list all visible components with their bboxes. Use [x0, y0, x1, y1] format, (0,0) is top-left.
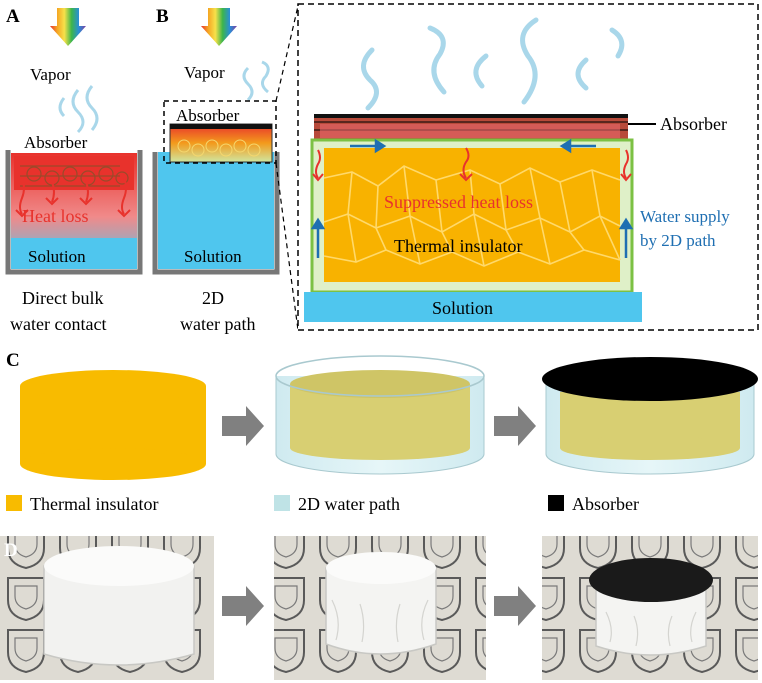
legend-label-water-path: 2D water path	[298, 494, 400, 514]
wrapped-insulator-cylinder	[275, 355, 485, 475]
vapor-label-a: Vapor	[30, 65, 71, 84]
absorber-layer-zoom	[314, 114, 628, 140]
process-arrow-icon	[222, 586, 264, 626]
final-evaporator-cylinder	[542, 357, 758, 475]
insulator-cylinder	[20, 370, 206, 480]
absorber-label-b: Absorber	[176, 106, 240, 125]
caption-a-line2: water contact	[10, 314, 106, 334]
zoom-box-b	[163, 100, 277, 164]
panel-label-c: C	[6, 350, 20, 371]
heat-loss-arrows	[15, 177, 131, 218]
panel-label-d: D	[4, 540, 18, 561]
panel-label-a: A	[6, 6, 20, 27]
thermal-insulator-label: Thermal insulator	[394, 236, 522, 256]
vapor-label-b: Vapor	[184, 63, 225, 82]
evaporator-container-b	[152, 123, 280, 275]
water-supply-label-line2: by 2D path	[640, 231, 716, 250]
process-arrow-icon	[494, 406, 536, 446]
absorber-label-zoom: Absorber	[660, 114, 727, 134]
absorber-disk	[542, 357, 758, 401]
water-supply-label-line1: Water supply	[640, 207, 730, 226]
vapor-swirl-icon	[361, 17, 625, 111]
legend-swatch-absorber	[548, 495, 564, 511]
process-arrow-icon	[222, 406, 264, 446]
process-arrow-icon	[494, 586, 536, 626]
sunlight-arrow-icon	[50, 8, 86, 46]
caption-b-line1: 2D	[202, 288, 224, 308]
absorber-label-a: Absorber	[24, 133, 88, 152]
legend-label-insulator: Thermal insulator	[30, 494, 158, 514]
photo-raw-insulator	[0, 536, 214, 680]
evaporator-device-b	[169, 123, 273, 163]
vapor-swirl-icon	[58, 85, 99, 134]
suppressed-heat-arrows	[312, 147, 632, 182]
legend-swatch-water-path	[274, 495, 290, 511]
caption-a-line1: Direct bulk	[22, 288, 103, 308]
legend-label-absorber: Absorber	[572, 494, 639, 514]
absorber-layer-a	[14, 156, 134, 190]
supply-arrows	[310, 138, 634, 258]
photo-wrapped-insulator	[274, 536, 486, 680]
solution-label-a: Solution	[28, 247, 86, 266]
legend-swatch-insulator	[6, 495, 22, 511]
photo-final-evaporator	[542, 536, 758, 680]
sunlight-arrow-icon	[201, 8, 237, 46]
solution-bar-zoom	[304, 292, 642, 322]
caption-b-line2: water path	[180, 314, 255, 334]
zoom-connector	[275, 5, 299, 331]
vapor-swirl-icon	[242, 60, 270, 102]
insulator-cells	[323, 165, 621, 267]
solution-label-b: Solution	[184, 247, 242, 266]
bulk-container	[5, 150, 143, 275]
solution-label-zoom: Solution	[432, 298, 493, 318]
heat-loss-label: Heat loss	[22, 206, 89, 226]
panel-label-b: B	[156, 6, 169, 27]
suppressed-heat-loss-label: Suppressed heat loss	[384, 192, 533, 212]
